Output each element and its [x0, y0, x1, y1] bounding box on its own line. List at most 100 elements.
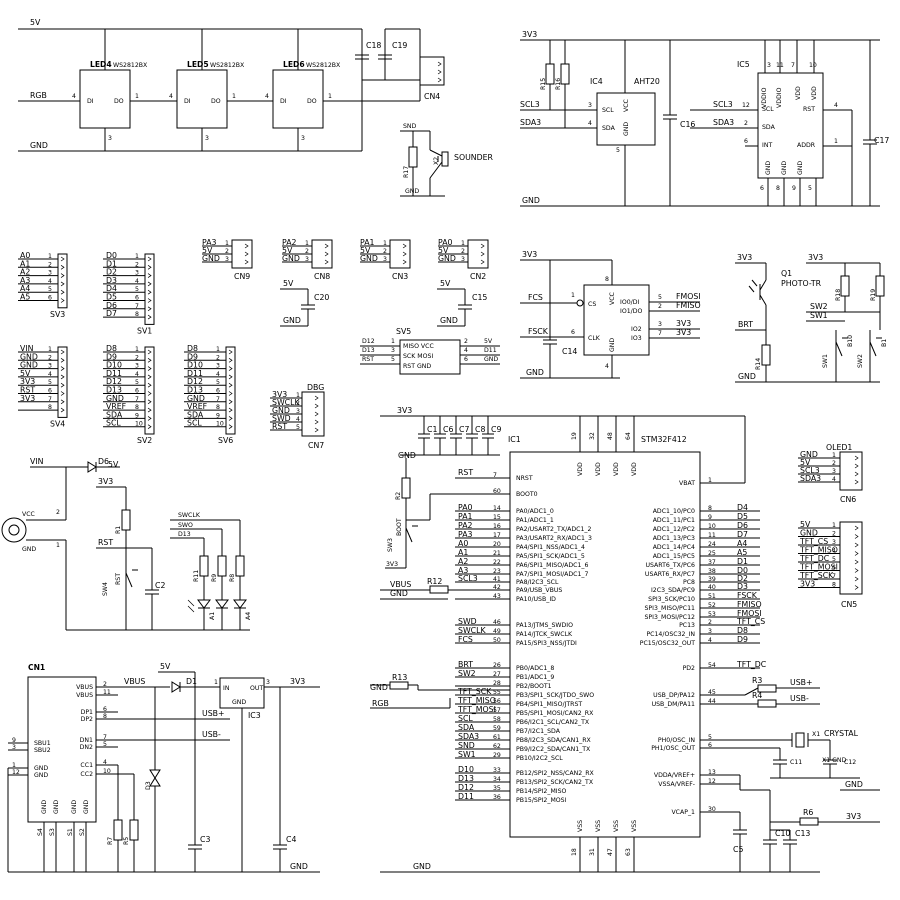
mcu-pin-label: SPI3_MISO/PC11 — [645, 605, 696, 612]
led4-body — [79, 69, 131, 129]
mcu-pin-number: 47 — [607, 848, 614, 856]
pin-label: CS — [588, 301, 596, 308]
cn1-pin-number: 7 — [103, 734, 107, 741]
mcu-pin-number: 41 — [493, 576, 501, 583]
header-pin-number: 3 — [48, 270, 52, 277]
pin-label: VDDIO — [776, 87, 783, 108]
header-pin-number: 8 — [135, 311, 139, 318]
photo-and-buttons: 3V3 Q1 PHOTO-TR BRT R14 GND 3V3 R18 R19 … — [735, 253, 888, 383]
sv3-header — [57, 253, 68, 309]
mcu-pin-label: ADC1_13/PC3 — [653, 535, 695, 542]
pin-label: OUT — [250, 685, 263, 692]
mcu-pin-label: PB3/SPI1_SCK/JTDO_SWO — [516, 692, 594, 699]
debug-pin-number: 4 — [296, 416, 300, 423]
mcu-pin-number: 53 — [708, 611, 716, 618]
header-pin-number: 7 — [48, 396, 52, 403]
header-pin-number: 3 — [135, 270, 139, 277]
mcu-pin-net: D11 — [458, 792, 474, 801]
header-pin-net: SCL — [187, 419, 202, 428]
pin-number: 3 — [658, 321, 662, 328]
tft-pin-net: GND — [800, 529, 818, 538]
mcu-pin-label: PB7/I2C1_SDA — [516, 728, 561, 735]
mcu-pin-number: 11 — [708, 532, 716, 539]
oled-pin-net: 5V — [800, 458, 811, 467]
pin-number: 6 — [464, 356, 468, 363]
header-pin-number: 7 — [135, 303, 139, 310]
r19-resistor — [875, 275, 885, 297]
pin-label: GND — [797, 161, 804, 175]
mcu-pin-net: TFT_DC — [736, 660, 767, 669]
mcu-pin-number: 40 — [708, 584, 716, 591]
cn1-pin-label: CC2 — [80, 771, 93, 778]
resistor-label: R1 — [115, 526, 122, 534]
cap-label: C1 — [427, 425, 437, 434]
cap-label: C9 — [491, 425, 501, 434]
pin-number: 5 — [391, 356, 395, 363]
cn7-ref: CN7 — [308, 441, 324, 450]
mcu-pin-label: PC15/OSC32_OUT — [640, 640, 695, 647]
debug-pin-number: 5 — [296, 424, 300, 431]
mcu-pin-label: PB2/BOOT1 — [516, 683, 552, 690]
pin-number: 3 — [767, 62, 771, 69]
pin-number: 10 — [809, 62, 817, 69]
mcu-pin-label: PA15/SPI3_NSS/JTDI — [516, 640, 577, 647]
net-label: GND — [30, 141, 48, 150]
header-pin-net: D12 — [106, 377, 122, 386]
header-pin-net: D10 — [187, 361, 203, 370]
pin-number: 4 — [464, 347, 468, 354]
tft-pin-net: TFT_CS — [799, 537, 828, 546]
r11-resistor — [199, 555, 209, 577]
mcu-pin-net: TFT_CS — [736, 617, 765, 626]
header-pin-net: A3 — [20, 276, 30, 285]
mcu-pin-number: 48 — [607, 432, 614, 440]
mcu-pin-label: VDDA/VREF+ — [654, 772, 695, 779]
switch-label: SW2 — [857, 354, 864, 368]
pin-number: 5 — [616, 147, 620, 154]
pin-number: 4 — [72, 93, 76, 100]
resistor-label: R18 — [835, 289, 842, 301]
pin-label: VDD — [811, 86, 818, 100]
pin-number: 1 — [232, 93, 236, 100]
oled-pin-number: 4 — [832, 476, 836, 483]
resistor-label: R8 — [229, 574, 236, 582]
net-label: D11 — [484, 347, 497, 354]
header-pin-number: 6 — [216, 388, 220, 395]
cn4-ref: CN4 — [424, 92, 440, 101]
resistor-label: R7 — [107, 837, 114, 845]
mcu-pin-number: 21 — [493, 550, 501, 557]
header-pin-number: 6 — [135, 388, 139, 395]
cn1-shield-pin: S1 — [67, 828, 74, 836]
sv1-ref: SV1 — [137, 326, 152, 335]
net-label: RST — [98, 538, 113, 547]
cn7-connector — [301, 391, 325, 437]
header-pin-net: D5 — [106, 293, 117, 302]
header-pin-number: 3 — [216, 363, 220, 370]
header-pin-number: 4 — [216, 371, 220, 378]
mcu-pin-label: PA6/SPI1_MISO/ADC1_6 — [516, 562, 588, 569]
connector-pin-number: 3 — [305, 256, 309, 263]
pin-label: VCC — [623, 99, 630, 112]
mcu-pin-net: D9 — [737, 635, 748, 644]
cn1-pin-label: VBUS — [76, 692, 93, 699]
mcu-pin-label: PA7/SPI1_MOSI/ADC1_7 — [516, 571, 588, 578]
mcu-pin-label: VDD — [577, 462, 584, 476]
net-label: 3V3 — [846, 812, 861, 821]
cap-label: C6 — [443, 425, 453, 434]
cn5-connector — [839, 521, 863, 595]
net-label: GND — [522, 196, 540, 205]
cap-label: C17 — [874, 136, 889, 145]
cap-label: C15 — [472, 293, 487, 302]
header-pin-net: D4 — [106, 284, 117, 293]
cn1-shield-pin: S4 — [37, 828, 44, 836]
pin-label: RST GND — [403, 363, 431, 370]
sv5-body — [399, 339, 461, 375]
mcu-pin-net: PA1 — [458, 512, 473, 521]
cn1-shield-pin: S2 — [79, 828, 86, 836]
pin-label: GND — [765, 161, 772, 175]
pin-number: 2 — [464, 338, 468, 345]
mcu-pin-label: PA9/USB_VBUS — [516, 587, 562, 594]
mcu-pin-number: 32 — [589, 432, 596, 440]
cn1-pin-label: DN2 — [80, 744, 93, 751]
ic4-part: AHT20 — [634, 77, 660, 86]
net-label: GND — [22, 546, 36, 553]
